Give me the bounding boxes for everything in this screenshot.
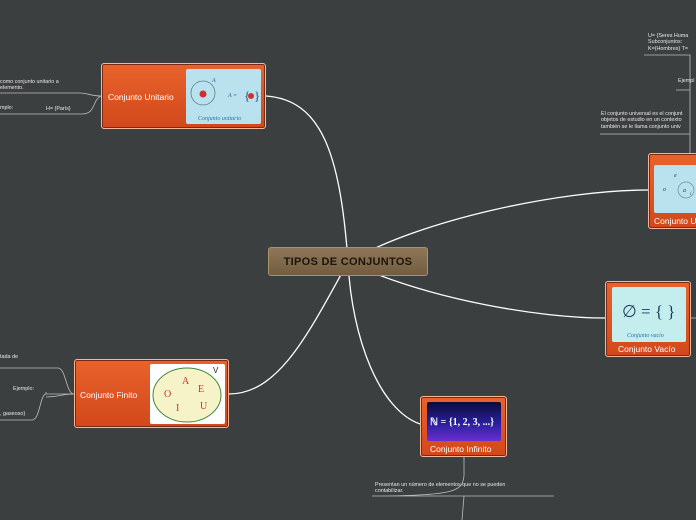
vacio-image: ∅ = { } Conjunto vacío bbox=[612, 287, 686, 342]
universal-letter-i: i bbox=[690, 192, 692, 197]
image-formula: A = bbox=[227, 93, 237, 99]
vowel-o: O bbox=[164, 389, 171, 400]
note-universal-top: U= {Seres Huma Subconjuntos: K={Hombres}… bbox=[648, 33, 689, 52]
image-caption: Conjunto vacío bbox=[627, 333, 664, 339]
node-conjunto-vacio[interactable]: ∅ = { } Conjunto vacío Conjunto Vacío bbox=[605, 281, 691, 357]
image-formula: ∅ = { } bbox=[622, 302, 675, 321]
connector-universal bbox=[347, 189, 649, 263]
node-conjunto-universal[interactable]: e o a i Conjunto Unive bbox=[648, 153, 696, 229]
image-caption: Conjunto unitario bbox=[198, 116, 241, 122]
note-finito-gaseosos: , gaseoso} bbox=[0, 411, 26, 417]
node-label: Conjunto Unitario bbox=[108, 92, 174, 102]
node-label: Conjunto Unive bbox=[654, 216, 696, 226]
universal-letter-o: o bbox=[663, 187, 666, 193]
vowel-i: I bbox=[176, 403, 179, 414]
note-universal-definition: El conjunto universal es el conjunt obje… bbox=[601, 111, 683, 130]
set-name-v: V bbox=[213, 366, 219, 375]
image-formula: ℕ = {1, 2, 3, ...} bbox=[430, 417, 494, 428]
note-finito-ejemplo: Ejemplo: bbox=[13, 386, 34, 392]
note-infinito-definition: Presentan un número de elementos que no … bbox=[375, 482, 506, 495]
connector-infinito bbox=[347, 261, 421, 425]
connector-unitario bbox=[265, 95, 349, 263]
node-conjunto-infinito[interactable]: ℕ = {1, 2, 3, ...} Conjunto Infinito bbox=[420, 396, 507, 457]
node-label: Conjunto Infinito bbox=[430, 444, 492, 454]
node-conjunto-unitario[interactable]: Conjunto Unitario A A = { } Conjunto uni… bbox=[101, 63, 266, 129]
apple-icon bbox=[199, 90, 207, 98]
node-label: Conjunto Finito bbox=[80, 390, 138, 400]
vowel-u: U bbox=[200, 401, 208, 412]
svg-text:}: } bbox=[254, 88, 260, 103]
infinito-image: ℕ = {1, 2, 3, ...} bbox=[427, 402, 501, 441]
central-topic[interactable]: TIPOS DE CONJUNTOS bbox=[268, 247, 428, 276]
node-label: Conjunto Vacío bbox=[618, 344, 676, 354]
note-finito-definition: tada de bbox=[0, 354, 18, 360]
vowel-e: E bbox=[198, 384, 204, 395]
apple-icon-small bbox=[248, 93, 254, 99]
unitario-image: A A = { } Conjunto unitario bbox=[186, 69, 261, 124]
image-letter: A bbox=[211, 78, 216, 84]
central-topic-label: TIPOS DE CONJUNTOS bbox=[283, 255, 413, 268]
universal-letter-e: e bbox=[674, 173, 677, 179]
finito-image: A E O I U V bbox=[150, 364, 225, 424]
note-unitario-ejemplo-label: mplo: bbox=[0, 105, 14, 111]
universal-image: e o a i bbox=[654, 165, 696, 213]
connector-finito bbox=[228, 261, 349, 395]
note-unitario-definition: como conjunto unitario a elemento. bbox=[0, 79, 59, 92]
vowel-a: A bbox=[182, 376, 190, 387]
node-conjunto-finito[interactable]: Conjunto Finito A E O I U V bbox=[74, 359, 229, 428]
universal-letter-a: a bbox=[683, 188, 686, 194]
note-universal-ejemplo: Ejempl bbox=[678, 78, 695, 84]
svg-text:{: { bbox=[244, 88, 250, 103]
note-unitario-ejemplo: H= {París} bbox=[46, 106, 71, 112]
